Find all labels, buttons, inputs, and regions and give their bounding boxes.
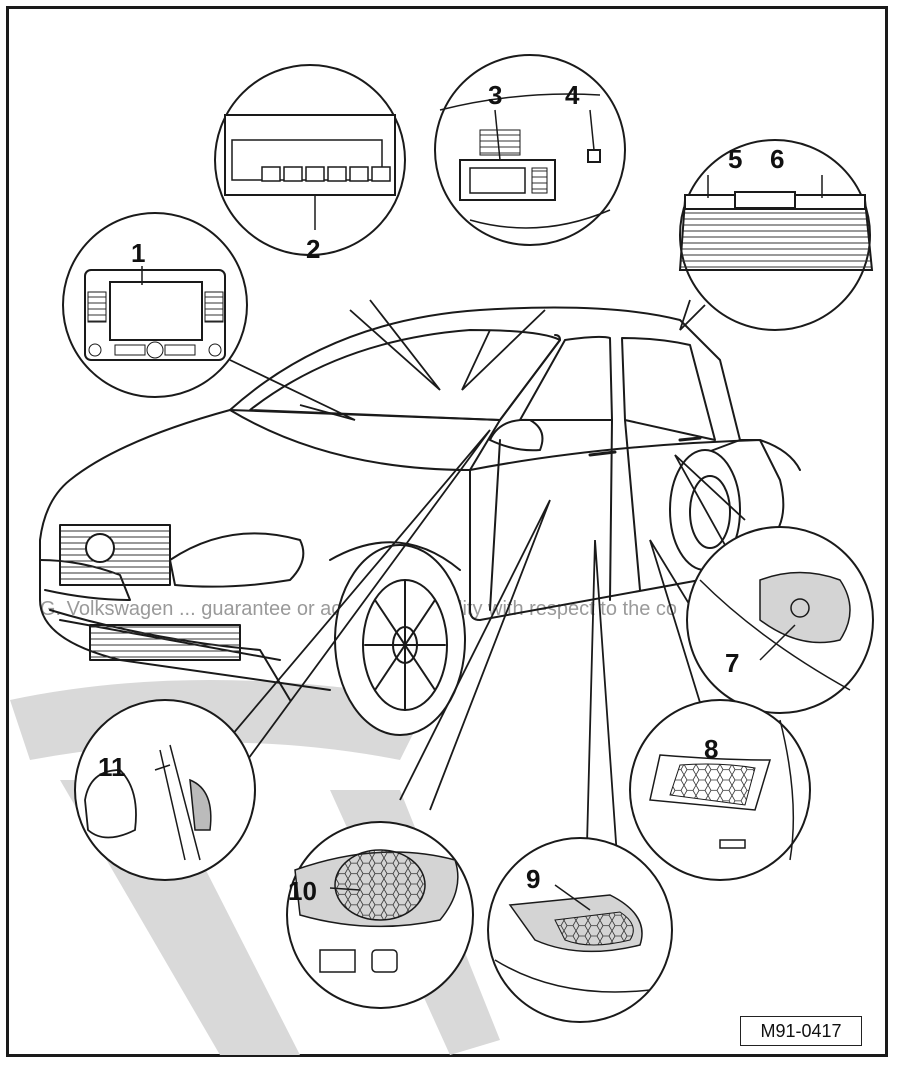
car-body (39, 306, 801, 736)
callout-1: 1 (131, 238, 145, 268)
callout-9: 9 (526, 864, 540, 894)
callout-labels: 1 2 3 4 5 6 7 8 9 10 11 (98, 80, 784, 906)
callout-3: 3 (488, 80, 502, 110)
detail-front-door-speaker (487, 837, 673, 1023)
callout-6: 6 (770, 144, 784, 174)
callout-8: 8 (704, 734, 718, 764)
detail-rear-door-speaker (629, 699, 811, 881)
callout-10: 10 (288, 876, 317, 906)
detail-amplifier (678, 139, 874, 331)
detail-rear-speaker (686, 526, 874, 714)
callout-2: 2 (306, 234, 320, 264)
detail-front-woofer (286, 821, 474, 1009)
callout-11: 11 (98, 752, 126, 782)
detail-radio (62, 212, 248, 398)
callout-5: 5 (728, 144, 742, 174)
detail-dash-unit (434, 54, 626, 246)
figure-reference-code: M91-0417 (740, 1016, 862, 1046)
detail-mirror-tweeter (74, 699, 256, 881)
callout-7: 7 (725, 648, 739, 678)
leader-lines (214, 299, 761, 921)
callout-4: 4 (565, 80, 580, 110)
detail-control-panel (214, 64, 406, 256)
